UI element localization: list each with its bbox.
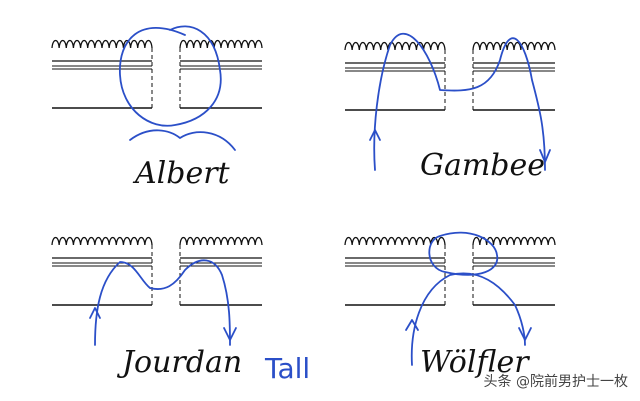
wolfler-suture xyxy=(410,272,526,366)
gambee-mucosa-left xyxy=(344,41,446,51)
jourdan-mucosa-left xyxy=(51,236,153,246)
label-albert: Albert xyxy=(132,156,231,191)
wolfler-arrow-down xyxy=(518,327,532,341)
label-gambee: Gambee xyxy=(420,148,545,183)
wolfler-arrow-up xyxy=(405,319,419,331)
jourdan-mucosa-right xyxy=(179,236,263,246)
gambee-suture xyxy=(373,32,546,171)
gambee-arrow-down xyxy=(539,149,551,163)
jourdan-suture xyxy=(94,259,231,346)
albert-mucosa-left xyxy=(51,39,153,49)
watermark-text: 头条 @院前男护士一枚 xyxy=(483,374,628,390)
wolfler-mucosa-right xyxy=(472,236,556,246)
jourdan-arrow-up xyxy=(89,307,101,319)
gambee-mucosa-right xyxy=(472,41,556,51)
label-jourdan: Jourdan xyxy=(116,345,242,380)
albert-suture-loop xyxy=(119,25,222,127)
jourdan-arrow-down xyxy=(223,327,237,341)
albert-mucosa-right xyxy=(179,39,263,49)
label-wolfler: Wölfler xyxy=(420,345,530,380)
watermark: 头条 @院前男护士一枚 xyxy=(484,371,628,391)
wolfler-suture-loop xyxy=(428,231,499,276)
albert-suture-cross xyxy=(129,129,236,151)
wolfler-mucosa-left xyxy=(344,236,446,246)
gambee-arrow-up xyxy=(369,129,381,141)
signature: Tall xyxy=(264,352,310,385)
